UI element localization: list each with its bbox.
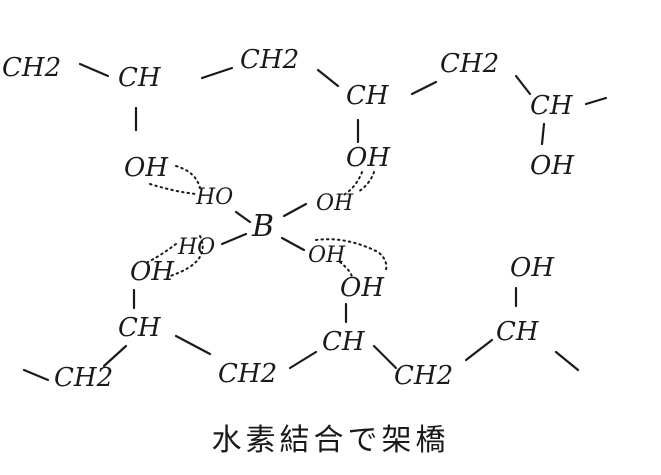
bond <box>174 334 212 356</box>
bottom-ch-3: CH <box>496 317 540 347</box>
bottom-ch-2: CH <box>322 327 366 357</box>
bond <box>554 350 580 372</box>
bond <box>78 62 110 78</box>
bond <box>410 80 438 96</box>
bond <box>22 368 50 382</box>
top-ch-2: CH <box>346 81 390 111</box>
bottom-ch2-1: CH2 <box>54 363 113 393</box>
borate-ho-upper: HO <box>195 185 233 210</box>
top-oh-3: OH <box>530 151 575 181</box>
bottom-oh-2: OH <box>340 273 385 303</box>
bond <box>514 74 532 96</box>
top-oh-2: OH <box>346 143 391 173</box>
bond <box>464 338 494 362</box>
hydrogen-bond <box>341 171 363 197</box>
bond <box>234 210 252 224</box>
top-ch2-1: CH2 <box>2 53 61 83</box>
bond <box>316 68 340 88</box>
boron-atom: B <box>251 209 274 244</box>
bottom-ch2-2: CH2 <box>218 359 277 389</box>
bond <box>282 202 308 218</box>
hydrogen-bond <box>147 243 177 263</box>
bottom-ch-1: CH <box>118 313 162 343</box>
hydrogen-bond <box>339 261 353 279</box>
bottom-oh-3: OH <box>510 253 555 283</box>
bond <box>220 232 248 246</box>
hydrogen-bond <box>149 183 197 195</box>
bottom-oh-1: OH <box>130 257 175 287</box>
top-ch-1: CH <box>118 63 162 93</box>
bond <box>288 350 318 370</box>
caption: 水素結合で架橋 <box>211 423 450 458</box>
borate-ho-lower: HO <box>177 235 215 260</box>
top-ch2-3: CH2 <box>440 49 499 79</box>
hydrogen-bond <box>357 171 375 193</box>
bond <box>200 66 234 80</box>
top-oh-1: OH <box>124 153 169 183</box>
top-ch2-2: CH2 <box>240 45 299 75</box>
hydrogen-bond <box>175 165 201 189</box>
hydrogen-bond <box>169 235 204 277</box>
bond <box>372 344 398 370</box>
top-ch-3: CH <box>530 91 574 121</box>
bottom-ch2-3: CH2 <box>394 361 453 391</box>
hydrogen-bond <box>315 238 388 271</box>
bond <box>540 122 546 146</box>
borate-oh-upper: OH <box>316 191 354 216</box>
bond <box>584 96 608 106</box>
borate-oh-lower: OH <box>308 243 346 268</box>
bond <box>102 344 128 368</box>
bond <box>280 236 306 252</box>
